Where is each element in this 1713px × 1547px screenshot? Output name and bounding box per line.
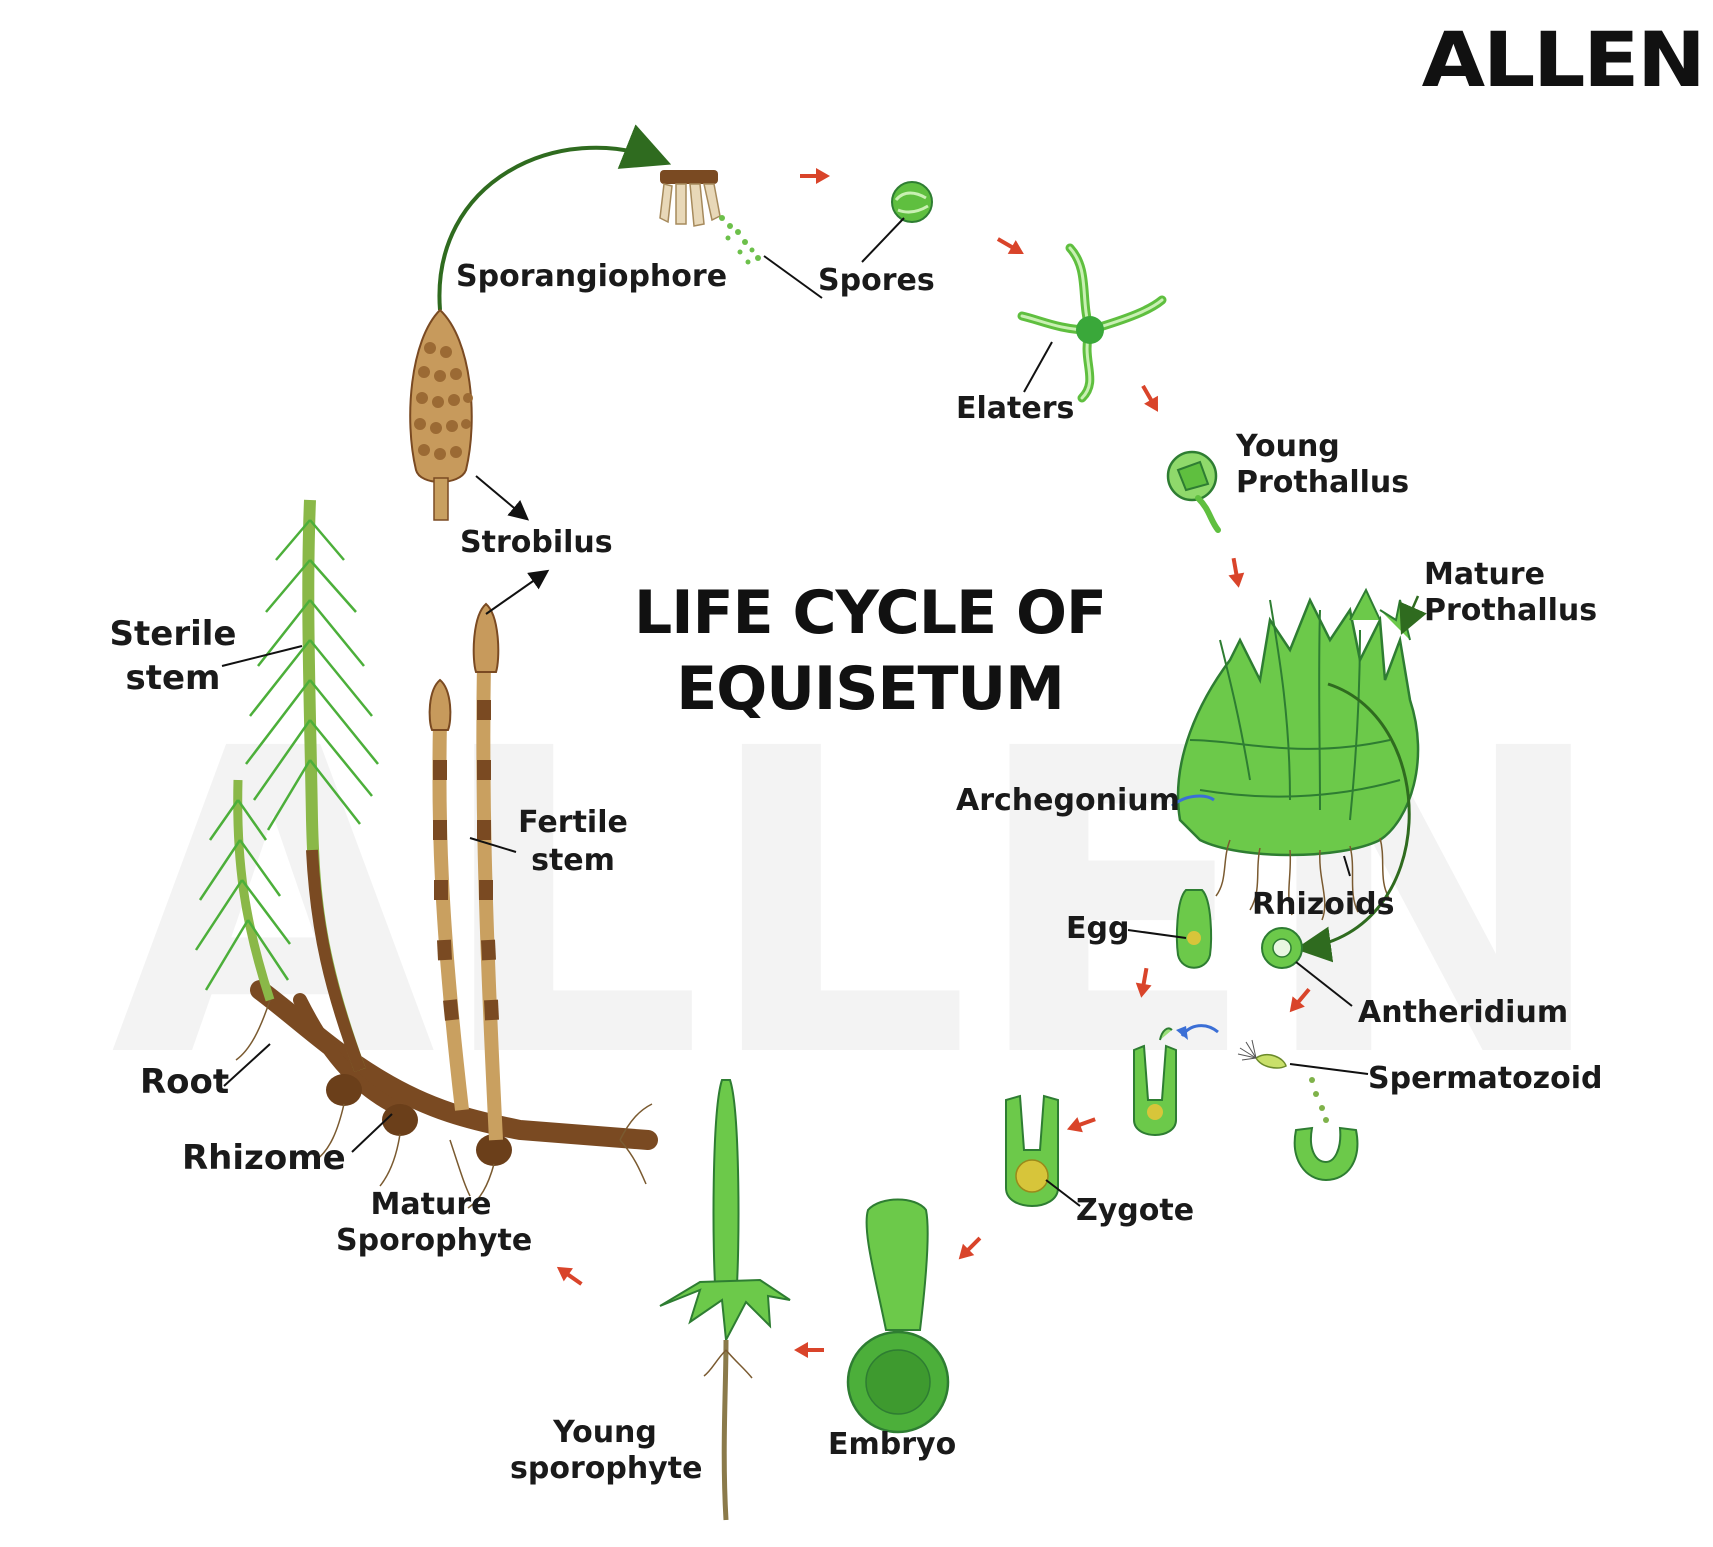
antheridium-illustration <box>1261 927 1303 969</box>
label-rhizoids: Rhizoids <box>1252 887 1395 922</box>
label-archegonium: Archegonium <box>956 783 1180 818</box>
mature-prothallus-illustration <box>1176 587 1420 921</box>
label-young-prothallus-1: Young <box>1236 429 1340 464</box>
strobilus-to-sporangiophore-arrow <box>437 124 672 311</box>
prothallus-to-antheridium-arrow <box>1295 682 1411 963</box>
label-young-sporophyte-2: sporophyte <box>510 1451 703 1486</box>
label-strobilus: Strobilus <box>460 525 613 560</box>
sterile-stem-pointer <box>221 645 303 667</box>
label-fertile-stem-1: Fertile <box>518 805 628 840</box>
label-sporangiophore: Sporangiophore <box>456 259 728 294</box>
label-sterile-stem-2: stem <box>125 658 221 698</box>
archegonium-pointer <box>1171 794 1215 808</box>
strobilus-illustration <box>409 308 473 521</box>
fertile-cone-pointer <box>485 569 550 615</box>
label-elaters: Elaters <box>956 391 1075 426</box>
elaters-pointer <box>1023 341 1053 393</box>
label-rhizome: Rhizome <box>182 1138 346 1178</box>
allen-logo: ALLEN <box>1421 15 1706 104</box>
egg-illustration <box>1175 889 1213 969</box>
label-young-sporophyte-1: Young <box>553 1415 657 1450</box>
mature-prothallus-pointer <box>1399 595 1427 635</box>
label-zygote: Zygote <box>1076 1193 1195 1228</box>
rhizoids-pointer <box>1343 855 1351 877</box>
label-mature-prothallus-2: Prothallus <box>1424 593 1598 628</box>
label-spermatozoid: Spermatozoid <box>1368 1061 1603 1096</box>
page-title: LIFE CYCLE OF EQUISETUM <box>600 575 1140 727</box>
sporangiophore-illustration <box>659 170 761 265</box>
spore-pointer <box>861 217 905 263</box>
label-embryo: Embryo <box>828 1427 957 1462</box>
spermatozoid-illustration <box>1237 1039 1287 1069</box>
young-sporophyte-illustration <box>659 1079 791 1521</box>
label-egg: Egg <box>1066 911 1130 946</box>
title-line-1: LIFE CYCLE OF <box>634 578 1107 648</box>
zygote-pointer <box>1045 1179 1081 1207</box>
label-mature-prothallus-1: Mature <box>1424 557 1545 592</box>
spores-pointer <box>763 255 823 299</box>
spermatozoid-pointer <box>1289 1063 1369 1075</box>
fertile-stem-pointer <box>469 837 517 853</box>
embryo-illustration <box>846 1198 950 1434</box>
label-spores: Spores <box>818 263 935 298</box>
label-antheridium: Antheridium <box>1358 995 1569 1030</box>
label-root: Root <box>140 1062 230 1102</box>
mature-sporophyte-illustration <box>194 499 658 1209</box>
fertilization-illustration <box>1133 1027 1177 1136</box>
spore-illustration <box>891 181 933 223</box>
title-line-2: EQUISETUM <box>676 654 1065 724</box>
label-sterile-stem-1: Sterile <box>109 614 237 654</box>
strobilus-pointer <box>475 475 530 521</box>
label-young-prothallus-2: Prothallus <box>1236 465 1410 500</box>
root-pointer <box>223 1043 271 1087</box>
zygote-illustration <box>1005 1094 1059 1207</box>
label-fertile-stem-2: stem <box>531 843 615 878</box>
antheridium-pointer <box>1295 961 1353 1007</box>
label-mature-sporophyte-1: Mature <box>370 1187 492 1222</box>
rhizome-pointer <box>351 1113 393 1153</box>
sperm-release-illustration <box>1293 1077 1359 1182</box>
egg-pointer <box>1127 929 1187 939</box>
label-mature-sporophyte-2: Sporophyte <box>336 1223 533 1258</box>
young-prothallus-illustration <box>1166 450 1221 533</box>
